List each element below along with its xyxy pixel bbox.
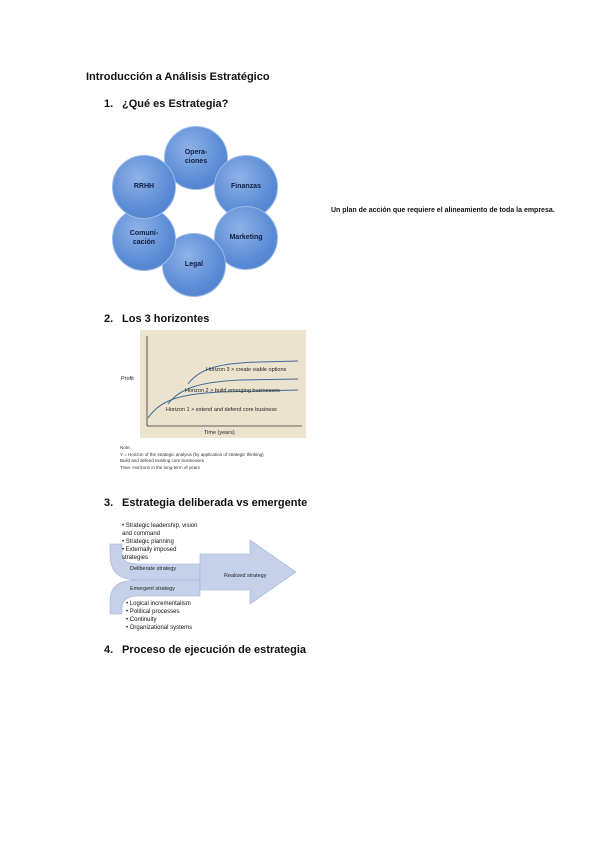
- section-heading-4: 4. Proceso de ejecución de estrategia: [104, 644, 306, 656]
- section-number: 3.: [104, 497, 114, 509]
- cycle-node-marketing: Marketing: [214, 206, 278, 270]
- bullet-item: • Organizational systems: [126, 625, 193, 632]
- bullet-item: • Strategic planning: [122, 539, 174, 546]
- bullet-item: • Logical incrementalism: [126, 601, 191, 607]
- horizon-3-label: Horizon 3 > create viable options: [206, 367, 287, 373]
- horizons-curves: [146, 336, 302, 427]
- bullet-item: • Strategic leadership, vision: [122, 523, 198, 529]
- emergent-strategy-label: Emergent strategy: [130, 586, 175, 592]
- note-line: Build and defend existing core businesse…: [120, 458, 205, 464]
- section-title: Proceso de ejecución de estrategia: [122, 644, 307, 656]
- strategy-figure: • Strategic leadership, vision and comma…: [100, 520, 300, 632]
- bullet-item: strategies: [122, 555, 149, 562]
- note-line: Time: Horizons in the long-term of years: [120, 464, 200, 470]
- strategy-definition-note: Un plan de acción que requiere el alinea…: [331, 207, 555, 214]
- section-heading-1: 1. ¿Qué es Estrategia?: [104, 98, 228, 110]
- section-title: ¿Qué es Estrategia?: [122, 98, 229, 110]
- bullet-item: • Continuity: [126, 617, 157, 624]
- section-title: Estrategia deliberada vs emergente: [122, 497, 308, 509]
- strategy-arrows: [109, 539, 297, 615]
- section-number: 4.: [104, 644, 114, 656]
- horizons-figure: Horizon 3 > create viable options Horizo…: [140, 330, 306, 438]
- horizon-2-label: Horizon 2 > build emerging businesses: [185, 388, 280, 394]
- section-number: 2.: [104, 313, 114, 325]
- horizon-1-label: Horizon 1 > extend and defend core busin…: [166, 407, 277, 413]
- emergent-bullets: • Logical incrementalism • Political pro…: [126, 600, 192, 632]
- bullet-item: • Externally imposed: [122, 547, 177, 554]
- y-axis-label: Profit: [121, 376, 134, 382]
- deliberate-bullets: • Strategic leadership, vision and comma…: [122, 522, 197, 562]
- section-number: 1.: [104, 98, 114, 110]
- cycle-node-rrhh: RRHH: [112, 155, 176, 219]
- section-heading-3: 3. Estrategia deliberada vs emergente: [104, 497, 307, 509]
- section-title: Los 3 horizontes: [122, 313, 210, 325]
- document-title: Introducción a Análisis Estratégico: [86, 71, 270, 83]
- realized-strategy-label: Realized strategy: [224, 573, 267, 579]
- section-heading-2: 2. Los 3 horizontes: [104, 313, 209, 325]
- bullet-item: • Political processes: [126, 609, 180, 616]
- horizons-notes: Note: Y = Horizon of the strategic analy…: [120, 445, 264, 471]
- x-axis-label: Time (years): [204, 430, 235, 436]
- note-line: Y = Horizon of the strategic analysis (b…: [120, 451, 264, 457]
- note-line: Note:: [120, 445, 131, 450]
- bullet-item: and command: [122, 531, 161, 538]
- deliberate-strategy-label: Deliberate strategy: [130, 566, 177, 572]
